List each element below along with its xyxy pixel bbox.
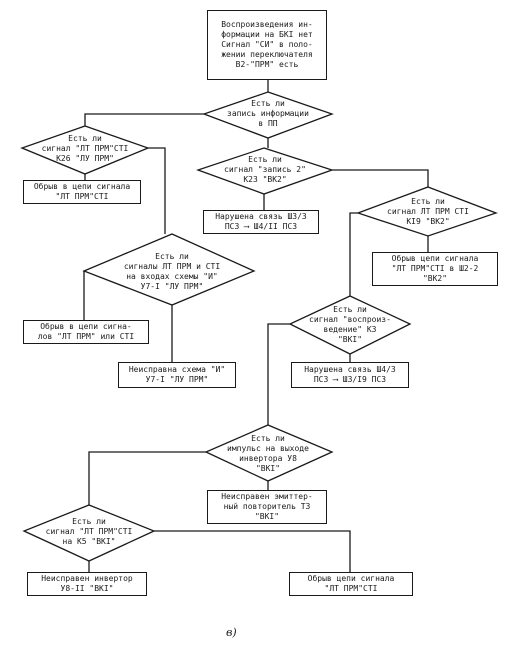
connector-d7-d8 [88,451,206,505]
decision-signal-k5: Есть ли сигнал "ЛТ ПРМ"СТI на К5 "ВКI" [45,517,133,546]
connector-d6-d7 [267,323,290,425]
result-break-ltprm-or-st1: Обрыв в цепи сигна- лов "ЛТ ПРМ" или СТI [23,320,149,344]
process-start-node: Воспроизведения ин- формации на БКI нет … [207,10,327,80]
decision-pulse-inverter-out: Есть ли импульс на выходе инвертора У8 "… [227,434,309,473]
result-inverter-fault: Неисправен инвертор У8-II "ВКI" [27,572,147,596]
connector-d3-d4 [332,169,429,187]
decision-signal-k19: Есть ли сигнал ЛТ ПРМ СТI КI9 "ВК2" [387,197,469,226]
decision-signal-playback: Есть ли сигнал "воспроиз- ведение" К3 "В… [309,305,391,344]
decision-signal-k26: Есть ли сигнал "ЛТ ПРМ"СТI К26 "ЛУ ПРМ" [41,134,129,163]
decision-signals-and-inputs: Есть ли сигналы ЛТ ПРМ и СТI на входах с… [123,252,221,291]
result-emitter-follower-fault: Неисправен эмиттер- ный повторитель Т3 "… [207,490,327,524]
result-link-broken-1: Нарушена связь Ш3/3 ПС3 ⟶ Ш4/II ПС3 [203,210,319,234]
connector-d8-break4 [154,530,351,572]
decision-write-info: Есть ли запись информации в ПП [227,99,309,128]
result-break-ltprm: Обрыв в цепи сигнала "ЛТ ПРМ"СТI [23,180,141,204]
result-and-gate-fault: Неисправна схема "И" У7-I "ЛУ ПРМ" [118,362,236,388]
decision-signal-write2: Есть ли сигнал "запись 2" К23 "ВК2" [224,155,306,184]
result-break-sh2: Обрыв цепи сигнала "ЛТ ПРМ"СТI в Ш2-2 "В… [372,252,498,286]
figure-caption: в) [226,626,237,639]
result-break-ltprm-final: Обрыв цепи сигнала "ЛТ ПРМ"СТI [289,572,413,596]
connector-d1-d2 [84,113,204,126]
result-link-broken-2: Нарушена связь Ш4/3 ПС3 ⟶ Ш3/I9 ПС3 [291,362,409,388]
connector-d2-d5 [148,147,166,234]
connector-d4-d6 [349,212,358,296]
